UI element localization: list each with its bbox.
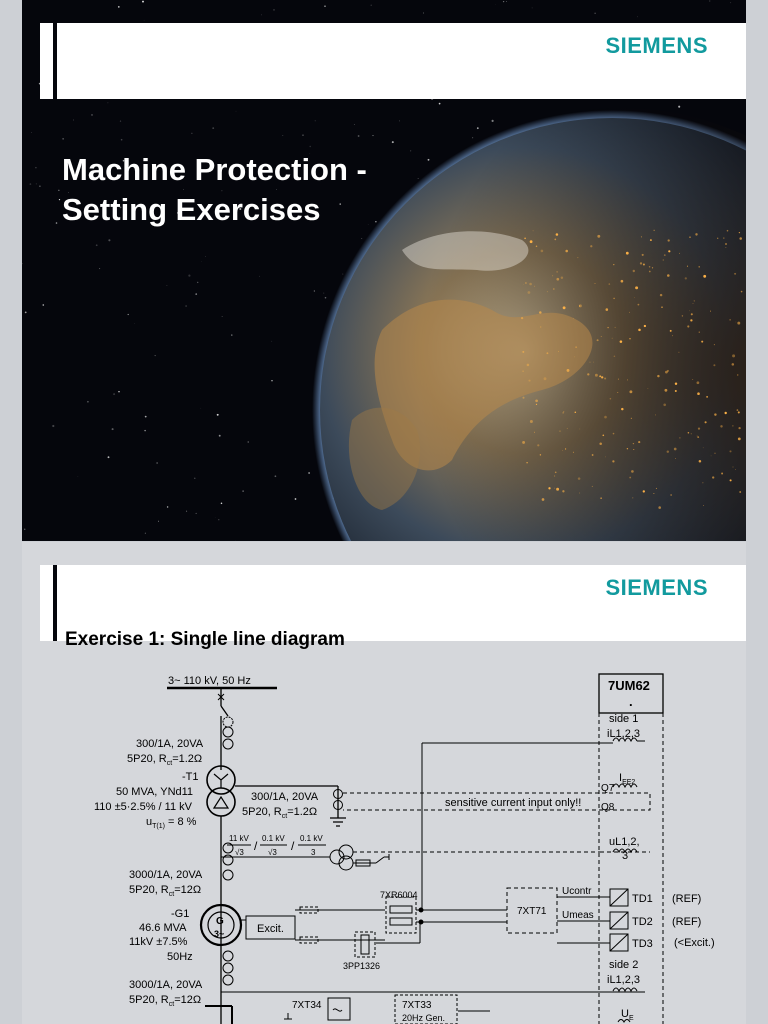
- g1-name: -G1: [171, 908, 189, 920]
- svg-text:3: 3: [311, 848, 316, 857]
- ct1-label-a: 300/1A, 20VA: [136, 738, 204, 750]
- title-line-1: Machine Protection -: [62, 152, 367, 187]
- 7xr6004-box: [385, 896, 417, 934]
- earth-background-image: [22, 0, 746, 541]
- sensitive-input-note: sensitive current input only!!: [445, 797, 581, 809]
- slide-2-title: Exercise 1: Single line diagram: [65, 629, 345, 650]
- td2-ref: (REF): [672, 916, 701, 928]
- voltage-input-label-3: 3: [622, 850, 628, 862]
- ct2-label-a: 300/1A, 20VA: [251, 791, 319, 803]
- svg-text:√3: √3: [268, 848, 277, 857]
- voltage-input-label: uL1,2,: [609, 836, 640, 848]
- umeas-label: Umeas: [562, 910, 594, 921]
- t1-ratio: 110 ±5·2.5% / 11 kV: [94, 801, 193, 813]
- ucontr-label: Ucontr: [562, 886, 592, 897]
- relay-label: 7UM62: [608, 678, 650, 693]
- g1-voltage: 11kV ±7.5%: [129, 936, 188, 948]
- slide-2-header: SIEMENS Exercise 1: Single line diagram: [40, 565, 746, 650]
- exciter-label: Excit.: [257, 923, 284, 935]
- td2-label: TD2: [632, 916, 653, 928]
- 7xr6004-label: 7XR6004: [380, 890, 418, 900]
- t1-rating: 50 MVA, YNd11: [116, 786, 193, 798]
- side2-label: side 2: [609, 959, 638, 971]
- ground-icon: [330, 817, 346, 827]
- side1-currents: iL1,2,3: [607, 728, 640, 740]
- transformer-t1: [206, 765, 236, 795]
- generator-symbol: G: [216, 916, 224, 927]
- 7xt71-label: 7XT71: [517, 906, 547, 917]
- ief2-label: IEE2: [619, 772, 635, 786]
- 20hz-generator-label: 20Hz Gen.: [402, 1013, 445, 1023]
- td3-label: TD3: [632, 938, 653, 950]
- svg-text:√3: √3: [235, 848, 244, 857]
- city-lights: [520, 229, 743, 509]
- exciter-box: [245, 915, 296, 940]
- generator-phase: 3~: [214, 929, 224, 939]
- busbar-label: 3~ 110 kV, 50 Hz: [168, 675, 251, 687]
- td3-note: (<Excit.): [674, 937, 715, 949]
- ct3-label-b: 5P20, Rct=12Ω: [129, 884, 201, 898]
- single-line-diagram: 3~ 110 kV, 50 Hz 300/1A, 20VA 5P20, Rct=…: [94, 673, 715, 1024]
- ct1-label-b: 5P20, Rct=1.2Ω: [127, 753, 202, 767]
- ue-label: UE: [621, 1008, 634, 1022]
- ct2-label-b: 5P20, Rct=1.2Ω: [242, 806, 317, 820]
- t1-uk: uT(1) = 8 %: [146, 816, 197, 830]
- ct4-label-b: 5P20, Rct=12Ω: [129, 994, 201, 1008]
- q8-label: Q8: [601, 802, 615, 813]
- disconnector: [220, 705, 229, 717]
- slide-1-header: SIEMENS: [40, 23, 746, 99]
- svg-text:/: /: [254, 839, 258, 853]
- header-accent-bar: [40, 565, 57, 641]
- relay-dot: .: [629, 694, 633, 709]
- 7xt33-box: [394, 994, 458, 1024]
- side1-label: side 1: [609, 713, 638, 725]
- q7-label: Q7: [601, 783, 615, 794]
- side2-currents: iL1,2,3: [607, 974, 640, 986]
- g1-rating: 46.6 MVA: [139, 922, 187, 934]
- siemens-logo: SIEMENS: [605, 33, 708, 58]
- header-accent-bar: [40, 23, 57, 99]
- svg-text:11 kV: 11 kV: [229, 834, 250, 843]
- 7xt34-box: [327, 997, 351, 1021]
- relay-7um62: [598, 673, 664, 714]
- title-line-2: Setting Exercises: [62, 192, 321, 227]
- slide-1-title: Machine Protection - Setting Exercises: [62, 150, 367, 230]
- generator-g1: [199, 903, 243, 947]
- g1-frequency: 50Hz: [167, 951, 193, 963]
- td1-ref: (REF): [672, 893, 701, 905]
- slide-2: SIEMENS Exercise 1: Single line diagram: [22, 542, 746, 1024]
- svg-text:/: /: [291, 839, 295, 853]
- slide-1: SIEMENS Machine Protection - Setting Exer…: [22, 0, 746, 541]
- siemens-logo: SIEMENS: [605, 575, 708, 600]
- td1-label: TD1: [632, 893, 653, 905]
- 7xt33-label: 7XT33: [402, 1000, 432, 1011]
- 7xt34-label: 7XT34: [292, 1000, 322, 1011]
- t1-name: -T1: [182, 771, 199, 783]
- ct4-label-a: 3000/1A, 20VA: [129, 979, 203, 991]
- svg-text:0.1 kV: 0.1 kV: [262, 834, 285, 843]
- 3pp1326-label: 3PP1326: [343, 961, 380, 971]
- ct3-label-a: 3000/1A, 20VA: [129, 869, 203, 881]
- vt-ratio: 11 kV √3 / 0.1 kV √3 / 0.1 kV 3: [227, 834, 326, 857]
- svg-text:0.1 kV: 0.1 kV: [300, 834, 323, 843]
- 7xt71-box: [506, 887, 558, 934]
